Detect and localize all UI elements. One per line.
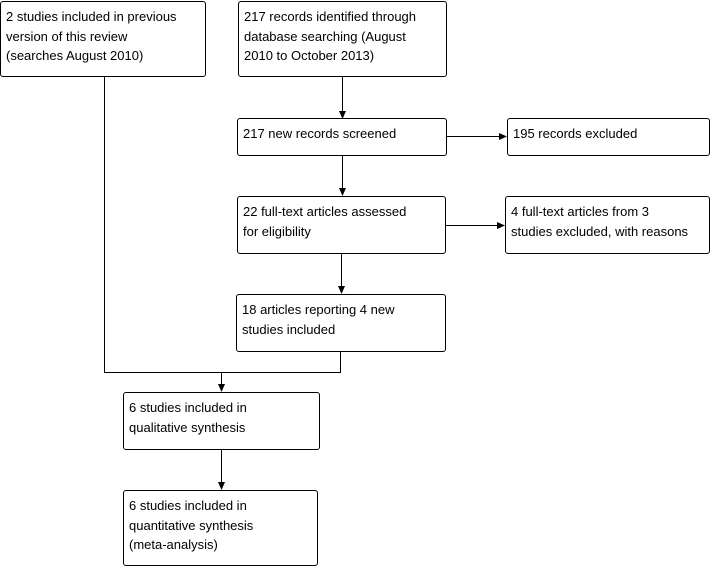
records-excluded-box: 195 records excluded (507, 118, 710, 156)
records-identified-box: 217 records identified through database … (238, 1, 447, 77)
arrowhead-fulltext-excluded (497, 222, 505, 229)
arrowhead-fulltext (339, 188, 346, 196)
arrowhead-excluded (499, 133, 507, 140)
arrowhead-qualitative (218, 384, 225, 392)
previous-studies-box: 2 studies included in previous version o… (0, 1, 206, 77)
qualitative-synthesis-box: 6 studies included in qualitative synthe… (123, 392, 320, 450)
arrowhead-quantitative (218, 482, 225, 490)
fulltext-assessed-box: 22 full-text articles assessed for eligi… (237, 196, 446, 254)
arrowhead-new-studies (338, 286, 345, 294)
records-screened-box: 217 new records screened (237, 118, 447, 156)
new-studies-included-box: 18 articles reporting 4 new studies incl… (236, 294, 446, 352)
quantitative-synthesis-box: 6 studies included in quantitative synth… (123, 490, 318, 566)
arrowhead-screened (339, 111, 346, 119)
fulltext-excluded-box: 4 full-text articles from 3 studies excl… (505, 196, 710, 254)
